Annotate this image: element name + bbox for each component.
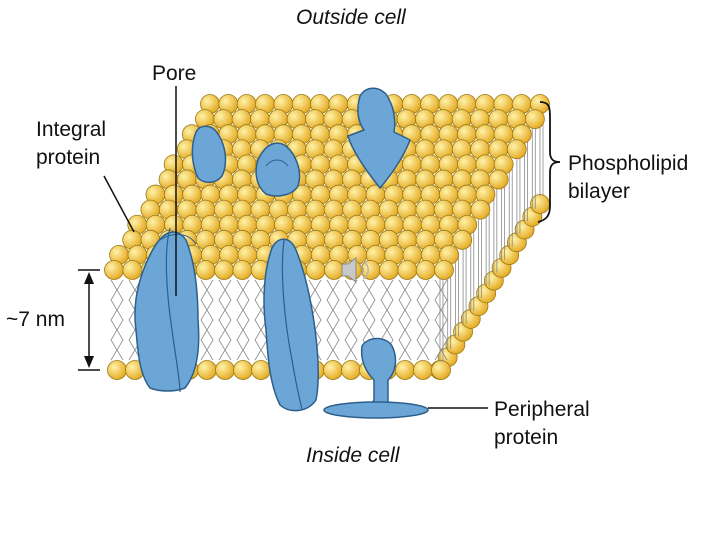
lipid-head xyxy=(431,360,451,380)
lipid-head xyxy=(197,360,217,380)
lipid-tail xyxy=(236,279,244,361)
thickness-arrow xyxy=(78,269,100,371)
integral-protein-label-line2: protein xyxy=(36,146,101,169)
lipid-tail xyxy=(326,279,334,361)
lipid-tail xyxy=(254,279,262,361)
lipid-head xyxy=(251,360,271,380)
lipid-tail xyxy=(218,279,226,361)
lipid-head xyxy=(341,360,361,380)
bilayer-bracket xyxy=(537,101,561,223)
lipid-head xyxy=(506,139,527,160)
integral-protein-center xyxy=(263,238,319,412)
phospholipid-label-line2: bilayer xyxy=(568,180,630,203)
lipid-head xyxy=(452,229,473,250)
thickness-label: ~7 nm xyxy=(6,308,65,331)
lipid-tail xyxy=(200,279,208,361)
integral-protein-left xyxy=(134,227,200,393)
lipid-head xyxy=(360,260,381,280)
lipid-head xyxy=(379,260,399,280)
protein-top-1 xyxy=(191,125,227,183)
lipid-tail xyxy=(116,279,124,361)
lipid-head xyxy=(215,360,235,380)
lipid-tail xyxy=(110,279,118,361)
integral-leader xyxy=(103,175,135,233)
lipid-head xyxy=(470,199,491,220)
lipid-head xyxy=(415,260,436,280)
lipid-tail xyxy=(398,279,406,361)
speaker-icon[interactable] xyxy=(341,257,369,283)
lipid-tail xyxy=(416,279,424,361)
lipid-head xyxy=(122,260,143,280)
lipid-head xyxy=(488,169,509,190)
protein-top-3 xyxy=(347,87,411,190)
integral-protein-label-line1: Integral xyxy=(36,118,107,141)
lipid-tail xyxy=(404,279,412,361)
lipid-tail xyxy=(242,279,250,361)
lipid-head xyxy=(323,360,343,380)
lipid-head xyxy=(233,360,253,380)
lipid-tail xyxy=(434,279,442,361)
lipid-head xyxy=(107,360,127,380)
lipid-tail xyxy=(332,279,340,361)
lipid-head xyxy=(305,260,326,280)
lipid-head xyxy=(104,260,124,280)
phospholipid-label-line1: Phospholipid xyxy=(568,152,689,175)
peripheral-protein xyxy=(323,337,429,419)
lipid-head xyxy=(525,109,545,129)
lipid-head xyxy=(324,260,344,280)
lipid-tail xyxy=(224,279,232,361)
peripheral-protein-label-line1: Peripheral xyxy=(494,398,590,421)
protein-top-2 xyxy=(255,142,301,197)
peripheral-protein-label-line2: protein xyxy=(494,426,559,449)
lipid-tail xyxy=(422,279,430,361)
outside-cell-label: Outside cell xyxy=(296,6,406,29)
pore-label: Pore xyxy=(152,62,197,85)
lipid-head xyxy=(530,194,550,214)
lipid-tail xyxy=(206,279,214,361)
inside-cell-label: Inside cell xyxy=(306,444,400,467)
lipid-head xyxy=(434,260,454,280)
lipid-head xyxy=(397,260,418,280)
lipid-head xyxy=(413,360,433,380)
lipid-head xyxy=(195,260,216,280)
lipid-tail xyxy=(350,279,358,361)
lipid-tail xyxy=(128,279,136,361)
lipid-head xyxy=(232,260,253,280)
lipid-tail xyxy=(344,279,352,361)
lipid-head xyxy=(214,260,234,280)
lipid-head xyxy=(395,360,415,380)
